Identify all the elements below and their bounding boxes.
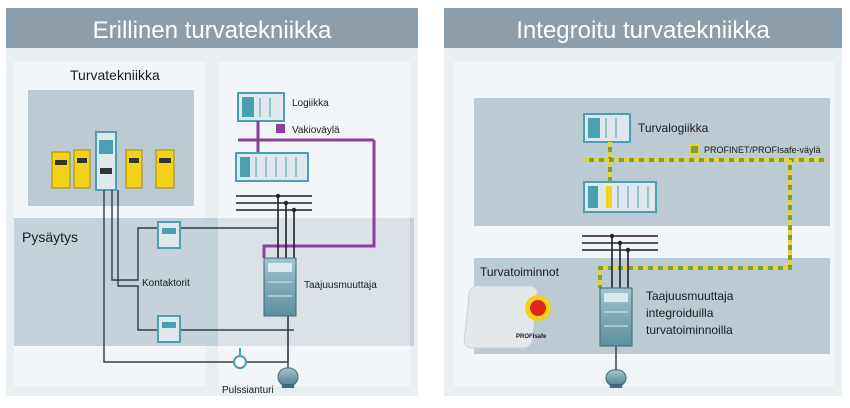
safety-functions-label: Turvatoiminnot bbox=[480, 265, 560, 279]
standard-bus-line bbox=[238, 121, 376, 258]
motor-left bbox=[277, 316, 299, 388]
drive-label-right-1: Taajuusmuuttaja bbox=[646, 289, 734, 303]
power-lines bbox=[236, 195, 312, 258]
safety-io-rack bbox=[583, 181, 657, 213]
encoder-label: Pulssianturi bbox=[222, 385, 274, 396]
left-title-bar bbox=[6, 8, 418, 48]
stop-label: Pysäytys bbox=[22, 229, 78, 245]
drive-label-left: Taajuusmuuttaja bbox=[304, 280, 377, 291]
left-panel-title: Erillinen turvatekniikka bbox=[93, 17, 332, 44]
drive-label-right-3: turvatoiminnoilla bbox=[646, 323, 733, 337]
profisafe-legend-swatch bbox=[689, 144, 700, 155]
frequency-converter-right bbox=[599, 287, 633, 347]
plc-logic bbox=[237, 92, 285, 122]
bus-label: Vakioväylä bbox=[292, 125, 340, 136]
pulse-encoder bbox=[233, 348, 247, 369]
bus-legend-swatch bbox=[276, 124, 285, 133]
profisafe-bus-label: PROFINET/PROFIsafe-väylä bbox=[704, 145, 821, 155]
right-title-bar bbox=[444, 8, 842, 48]
safety-logic-label: Turvalogiikka bbox=[638, 121, 709, 135]
profisafe-bus-line bbox=[584, 142, 826, 288]
contactors-label: Kontaktorit bbox=[142, 278, 190, 289]
frequency-converter-left bbox=[263, 257, 297, 317]
safety-wiring bbox=[103, 190, 294, 363]
motor-right bbox=[605, 346, 627, 388]
emergency-stop-device: PROFIsafe bbox=[463, 285, 551, 349]
contactor-upper bbox=[157, 221, 181, 249]
safety-relays bbox=[51, 131, 175, 191]
right-panel: Integroitu turvatekniikka Turvalogiikka … bbox=[444, 8, 842, 396]
right-panel-title: Integroitu turvatekniikka bbox=[516, 17, 770, 44]
safety-tech-label: Turvatekniikka bbox=[70, 67, 160, 83]
drive-label-right-2: integroiduilla bbox=[646, 306, 714, 320]
profisafe-badge: PROFIsafe bbox=[516, 334, 547, 340]
contactor-lower bbox=[157, 315, 181, 343]
logic-label: Logiikka bbox=[292, 98, 329, 109]
stop-zone-overlay bbox=[218, 218, 410, 346]
safety-plc bbox=[583, 113, 631, 143]
io-rack bbox=[235, 152, 309, 182]
stop-zone bbox=[14, 218, 414, 346]
left-panel: Erillinen turvatekniikka Turvatekniikka … bbox=[6, 8, 418, 396]
